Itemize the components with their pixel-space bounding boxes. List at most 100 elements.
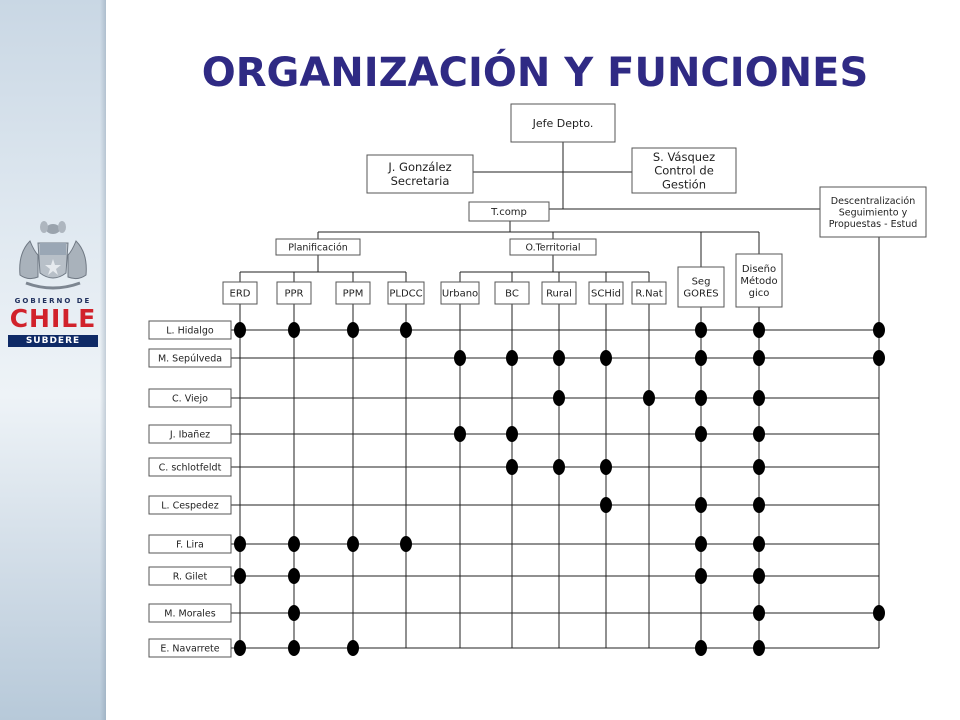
box-subunit-bc: BC <box>494 281 530 305</box>
assignment-dot <box>753 459 765 475</box>
box-person-5-frame <box>148 495 232 515</box>
assignment-dot <box>643 390 655 406</box>
page-title: ORGANIZACIÓN Y FUNCIONES <box>201 50 869 96</box>
box-tcomp-label: T.comp <box>490 207 527 218</box>
assignment-dot <box>553 350 565 366</box>
box-person-8: M. Morales <box>148 603 232 623</box>
assignment-dot <box>695 322 707 338</box>
box-oterritorial: O.Territorial <box>509 238 597 256</box>
assignment-dot <box>347 640 359 656</box>
assignment-dot <box>234 536 246 552</box>
box-descentralizacion-frame <box>819 186 927 238</box>
box-subunit-bc-frame <box>494 281 530 305</box>
box-person-6-label: F. Lira <box>176 539 204 550</box>
box-seg-gores-label: GORES <box>683 289 718 300</box>
coat-of-arms-icon <box>19 221 87 290</box>
assignment-dot <box>695 536 707 552</box>
box-oterritorial-frame <box>509 238 597 256</box>
box-person-9-frame <box>148 638 232 658</box>
assignment-dot <box>600 459 612 475</box>
box-person-3: J. Ibañez <box>148 424 232 444</box>
box-person-7: R. Gilet <box>148 566 232 586</box>
box-person-0-label: L. Hidalgo <box>166 325 214 336</box>
box-person-9-label: E. Navarrete <box>160 643 219 654</box>
box-diseno-metodologico-label: gico <box>749 288 770 299</box>
assignment-dot <box>753 497 765 513</box>
box-subunit-pldcc: PLDCC <box>387 281 425 305</box>
box-seg-gores-label: Seg <box>692 277 711 288</box>
box-secretaria-label: Secretaria <box>391 174 450 188</box>
assignment-dot <box>553 459 565 475</box>
box-person-4-label: C. schlotfeldt <box>159 462 222 473</box>
box-person-0-frame <box>148 320 232 340</box>
assignment-dot <box>695 497 707 513</box>
box-control-gestion-label: S. Vásquez <box>653 150 715 164</box>
assignment-dot <box>288 605 300 621</box>
assignment-dot <box>753 350 765 366</box>
logo-subdere-text: SUBDERE <box>8 335 98 347</box>
box-oterritorial-label: O.Territorial <box>526 242 581 253</box>
assignment-dot <box>753 390 765 406</box>
box-tcomp-frame <box>468 201 550 222</box>
assignment-dot <box>288 322 300 338</box>
box-person-6-frame <box>148 534 232 554</box>
assignment-dot <box>234 568 246 584</box>
assignment-dot <box>600 350 612 366</box>
box-subunit-r-nat-label: R.Nat <box>635 289 662 300</box>
box-subunit-r-nat-frame <box>631 281 667 305</box>
box-subunit-urbano-label: Urbano <box>442 289 478 300</box>
assignment-dot <box>753 640 765 656</box>
box-person-8-frame <box>148 603 232 623</box>
box-subunit-erd-label: ERD <box>230 289 251 300</box>
box-subunit-rural-frame <box>541 281 577 305</box>
box-subunit-ppm: PPM <box>335 281 371 305</box>
assignment-dot <box>753 605 765 621</box>
box-diseno-metodologico-label: Diseño <box>742 264 776 275</box>
box-subunit-rural: Rural <box>541 281 577 305</box>
box-jefe-depto-frame <box>510 103 616 143</box>
box-subunit-schid: SCHid <box>588 281 624 305</box>
box-person-3-frame <box>148 424 232 444</box>
box-subunit-schid-label: SCHid <box>591 289 621 300</box>
box-subunit-bc-label: BC <box>505 289 519 300</box>
assignment-dot <box>753 426 765 442</box>
assignment-dot <box>695 390 707 406</box>
logo-gobierno-text: GOBIERNO DE <box>14 297 92 305</box>
assignment-dot <box>234 322 246 338</box>
box-subunit-pldcc-frame <box>387 281 425 305</box>
assignment-dot <box>288 536 300 552</box>
box-seg-gores-frame <box>677 266 725 308</box>
assignment-dot <box>347 536 359 552</box>
assignment-dot <box>695 350 707 366</box>
assignment-dot <box>695 568 707 584</box>
assignment-dot <box>288 568 300 584</box>
box-person-2: C. Viejo <box>148 388 232 408</box>
assignment-dot <box>873 322 885 338</box>
box-subunit-r-nat: R.Nat <box>631 281 667 305</box>
box-person-1-frame <box>148 348 232 368</box>
box-descentralizacion-label: Propuestas - Estud <box>829 219 918 230</box>
assignment-dot <box>873 605 885 621</box>
box-person-2-label: C. Viejo <box>172 393 208 404</box>
box-person-6: F. Lira <box>148 534 232 554</box>
box-subunit-urbano: Urbano <box>440 281 480 305</box>
box-person-0: L. Hidalgo <box>148 320 232 340</box>
assignment-dots <box>234 322 885 656</box>
assignment-dot <box>288 640 300 656</box>
box-person-1: M. Sepúlveda <box>148 348 232 368</box>
box-subunit-schid-frame <box>588 281 624 305</box>
box-tcomp: T.comp <box>468 201 550 222</box>
box-person-1-label: M. Sepúlveda <box>158 353 222 364</box>
box-subunit-erd-frame <box>222 281 258 305</box>
box-subunit-pldcc-label: PLDCC <box>389 289 422 300</box>
box-jefe-depto: Jefe Depto. <box>510 103 616 143</box>
assignment-dot <box>234 640 246 656</box>
box-jefe-depto-label: Jefe Depto. <box>532 117 594 130</box>
assignment-dot <box>506 350 518 366</box>
